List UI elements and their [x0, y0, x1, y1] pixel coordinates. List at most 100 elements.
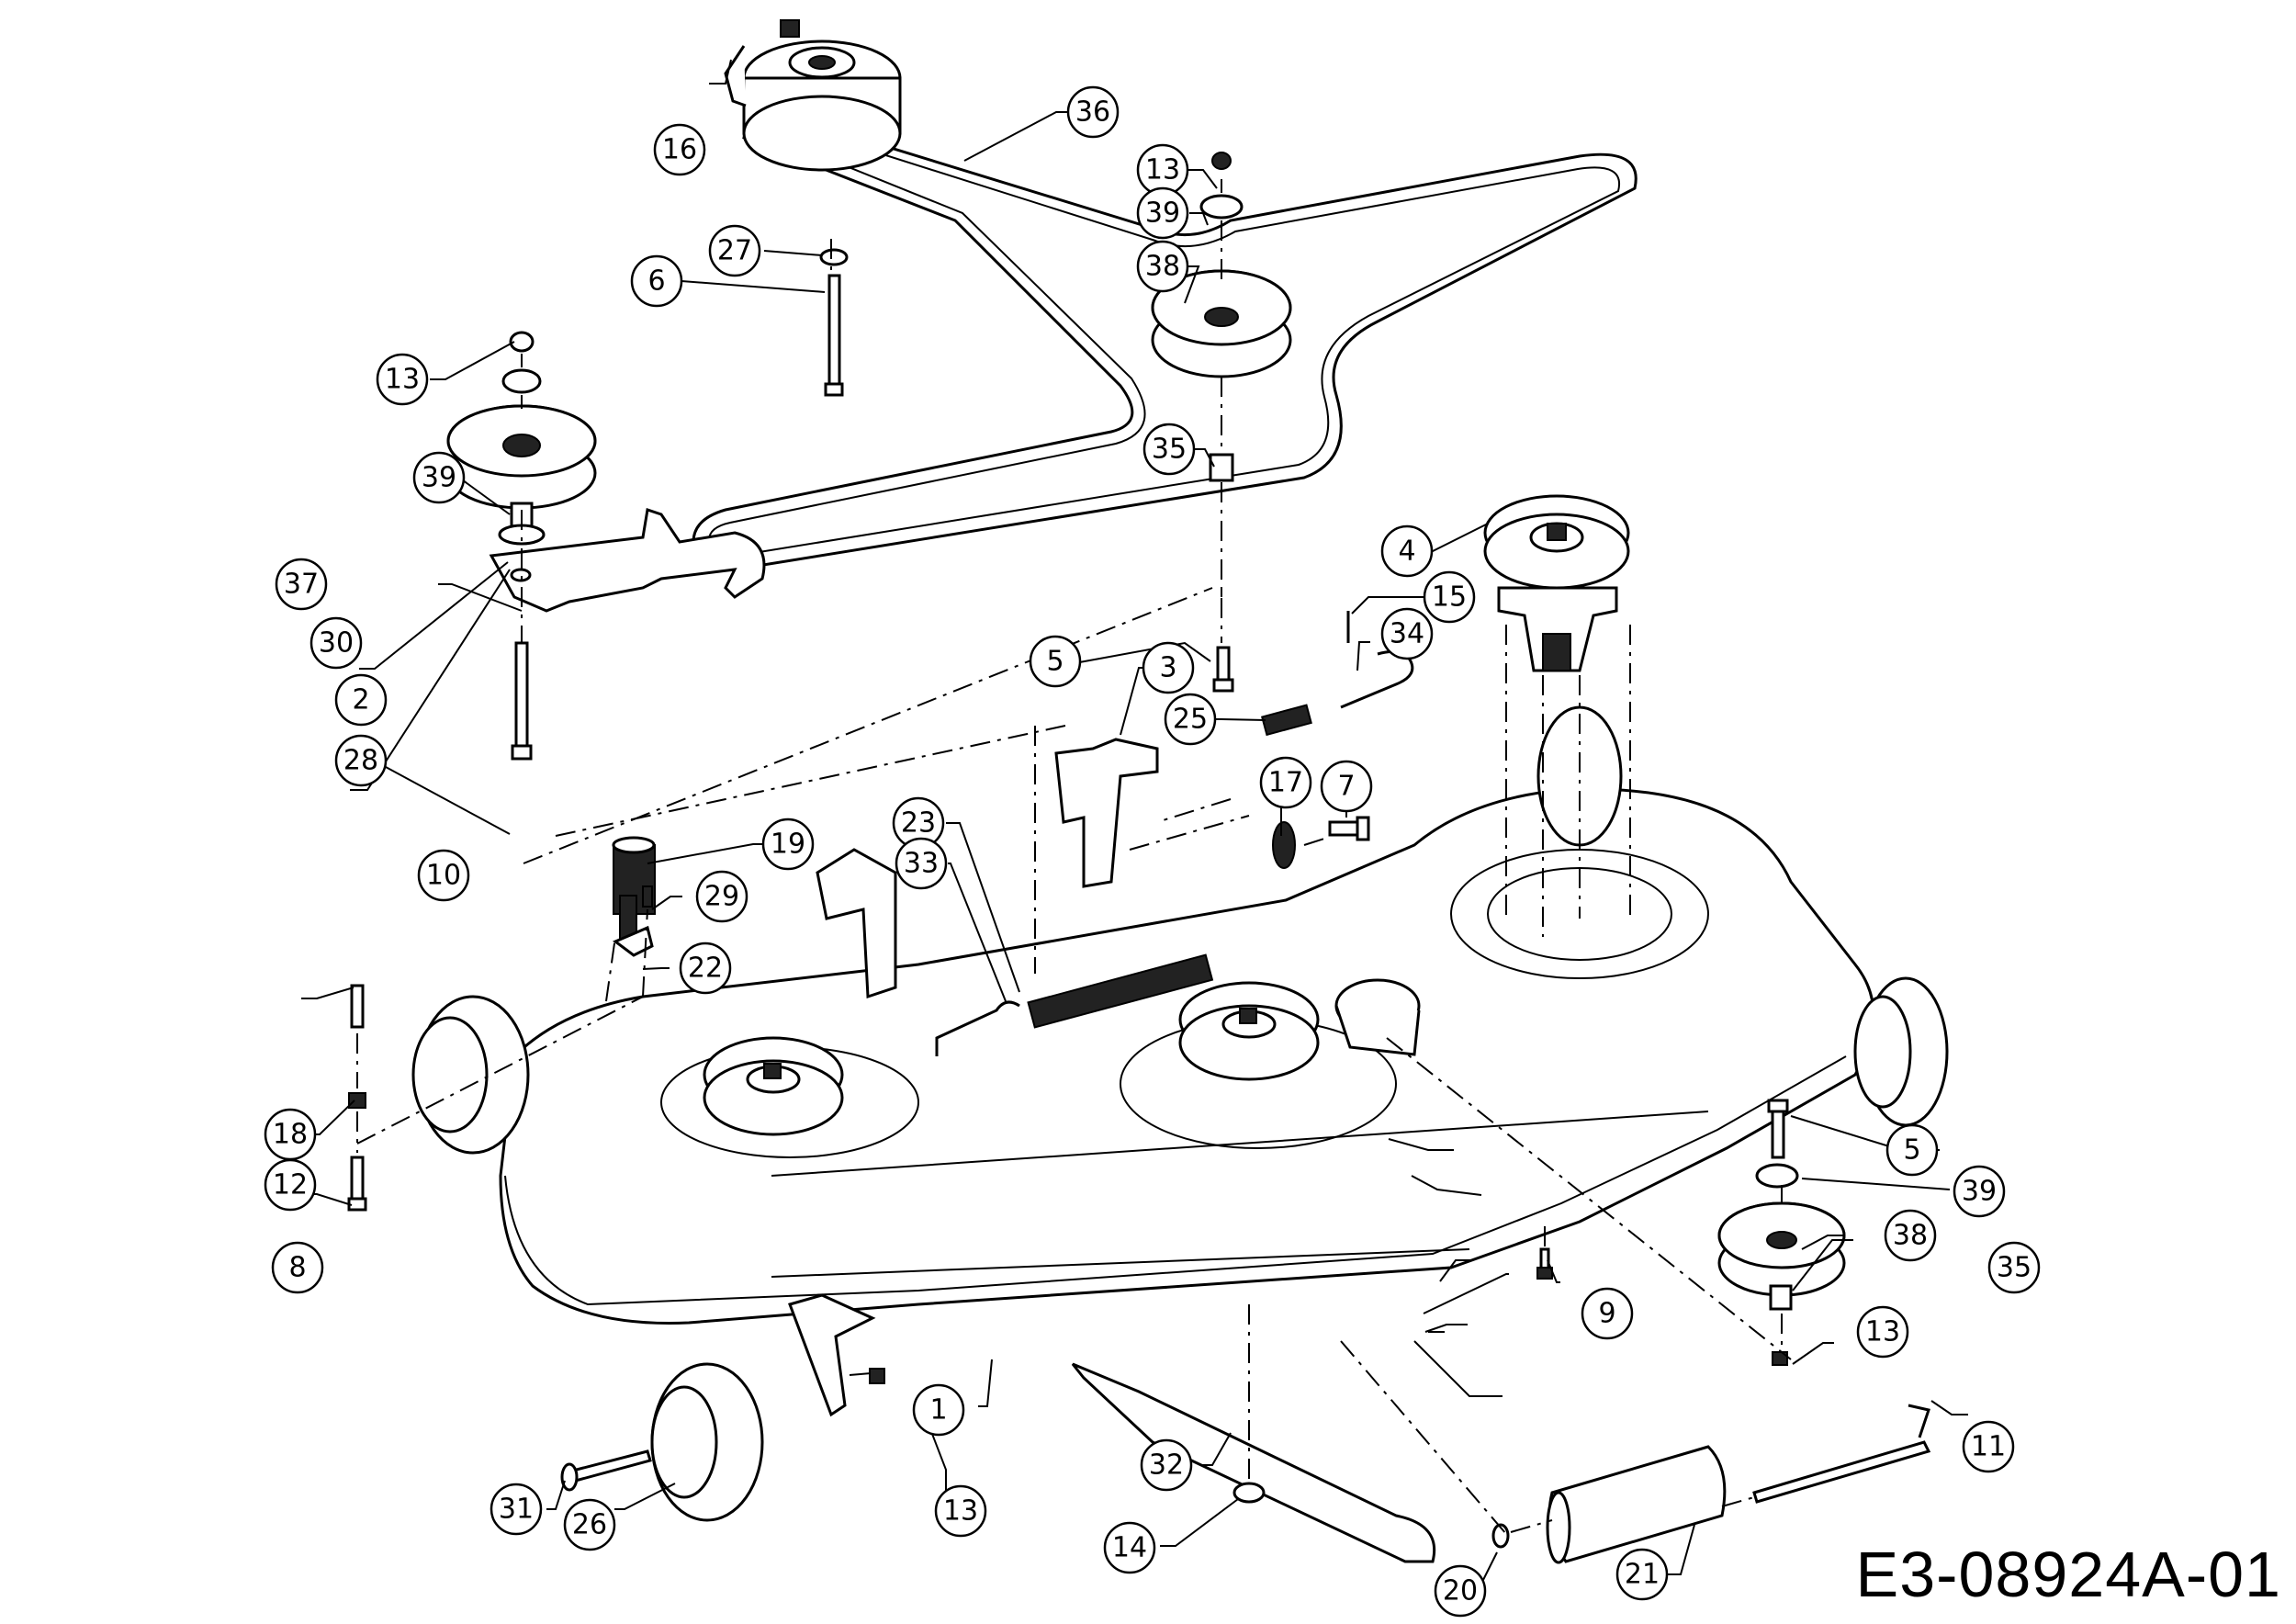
callout-23[interactable]: 23	[892, 796, 945, 850]
callout-22[interactable]: 22	[679, 942, 732, 995]
callout-34[interactable]: 34	[1380, 607, 1434, 660]
svg-text:20: 20	[1443, 1575, 1478, 1607]
bolt-6	[824, 274, 844, 397]
roller-21	[1546, 1445, 1727, 1564]
svg-text:21: 21	[1625, 1559, 1660, 1591]
bushing-20	[1491, 1523, 1510, 1549]
svg-text:17: 17	[1268, 767, 1303, 799]
callout-35[interactable]: 35	[1142, 423, 1196, 476]
svg-text:25: 25	[1173, 704, 1208, 736]
bolt-7	[1328, 816, 1370, 841]
washer-39-lower	[1755, 1163, 1799, 1189]
svg-text:36: 36	[1075, 96, 1110, 129]
callout-17[interactable]: 17	[1259, 756, 1312, 809]
leader-lines	[301, 59, 1968, 1590]
callout-2[interactable]: 2	[334, 673, 388, 727]
callout-4[interactable]: 4	[1380, 524, 1434, 578]
callout-13[interactable]: 13	[376, 353, 429, 406]
svg-text:13: 13	[943, 1495, 978, 1528]
callout-13[interactable]: 13	[1856, 1305, 1909, 1359]
svg-text:12: 12	[273, 1169, 308, 1201]
svg-text:13: 13	[385, 364, 420, 396]
svg-text:39: 39	[1962, 1176, 1997, 1208]
spindle-assembly-left	[703, 1036, 844, 1136]
callouts: 16 36 13 39 38 27 6 35 13 39 37 30 2 28 …	[264, 85, 2041, 1618]
svg-text:38: 38	[1893, 1220, 1928, 1252]
callout-37[interactable]: 37	[275, 558, 328, 611]
callout-6[interactable]: 6	[630, 254, 683, 308]
svg-text:5: 5	[1903, 1134, 1920, 1167]
electric-pto-clutch	[724, 19, 902, 172]
gauge-wheel-front-left	[650, 1362, 764, 1522]
callout-39[interactable]: 39	[412, 451, 466, 504]
callout-30[interactable]: 30	[310, 616, 363, 670]
callout-26[interactable]: 26	[563, 1498, 616, 1551]
fitting-22	[613, 895, 654, 957]
callout-27[interactable]: 27	[708, 224, 761, 277]
callout-39[interactable]: 39	[1953, 1165, 2006, 1218]
callout-13[interactable]: 13	[934, 1484, 987, 1538]
callout-25[interactable]: 25	[1164, 693, 1217, 746]
washer-28	[510, 568, 532, 582]
callout-14[interactable]: 14	[1103, 1521, 1156, 1574]
callout-38[interactable]: 38	[1136, 240, 1189, 293]
nut-13-lower	[1772, 1351, 1788, 1366]
drawing-code: E3-08924A-01	[1855, 1539, 2281, 1610]
svg-text:9: 9	[1598, 1298, 1615, 1330]
callout-28[interactable]: 28	[334, 734, 388, 787]
svg-text:6: 6	[647, 265, 665, 298]
svg-text:13: 13	[1865, 1316, 1900, 1348]
svg-text:33: 33	[904, 848, 939, 880]
callout-8[interactable]: 8	[271, 1241, 324, 1294]
pin-18	[350, 984, 365, 1029]
svg-text:23: 23	[901, 807, 936, 840]
callout-19[interactable]: 19	[761, 818, 815, 871]
callout-13[interactable]: 13	[1136, 143, 1189, 197]
callout-5[interactable]: 5	[1885, 1123, 1939, 1177]
callout-15[interactable]: 15	[1423, 570, 1476, 624]
svg-text:4: 4	[1398, 536, 1415, 568]
svg-text:32: 32	[1149, 1449, 1184, 1482]
callout-1[interactable]: 1	[912, 1383, 965, 1437]
callout-39[interactable]: 39	[1136, 186, 1189, 240]
callout-9[interactable]: 9	[1581, 1287, 1634, 1340]
roller-axle-11	[1752, 1404, 1931, 1504]
callout-31[interactable]: 31	[490, 1483, 543, 1536]
callout-16[interactable]: 16	[653, 123, 706, 176]
svg-text:27: 27	[717, 235, 752, 267]
callout-35[interactable]: 35	[1987, 1241, 2041, 1294]
svg-text:16: 16	[662, 134, 697, 166]
callout-38[interactable]: 38	[1884, 1209, 1937, 1262]
callout-32[interactable]: 32	[1140, 1438, 1193, 1492]
callout-33[interactable]: 33	[895, 837, 948, 890]
callout-21[interactable]: 21	[1615, 1548, 1669, 1601]
alignment-lines	[356, 179, 1792, 1535]
svg-text:18: 18	[273, 1119, 308, 1151]
drive-belt	[692, 104, 1638, 572]
svg-text:35: 35	[1152, 434, 1187, 466]
callout-10[interactable]: 10	[417, 849, 470, 902]
svg-text:22: 22	[688, 953, 723, 985]
svg-text:13: 13	[1145, 154, 1180, 186]
anti-scalp-bracket-rear	[816, 848, 897, 999]
callout-7[interactable]: 7	[1320, 760, 1373, 813]
callout-12[interactable]: 12	[264, 1158, 317, 1212]
callout-3[interactable]: 3	[1142, 641, 1195, 694]
svg-text:15: 15	[1432, 581, 1467, 614]
nut-12	[348, 1092, 366, 1109]
svg-text:2: 2	[352, 684, 369, 716]
idler-bracket	[489, 508, 766, 613]
callout-36[interactable]: 36	[1066, 85, 1120, 139]
callout-18[interactable]: 18	[264, 1108, 317, 1161]
idler-pulley-left	[446, 331, 597, 546]
spindle-assembly-right	[1483, 494, 1630, 672]
spindle-assembly-center	[1178, 981, 1320, 1081]
callout-11[interactable]: 11	[1962, 1420, 2015, 1473]
callout-5[interactable]: 5	[1029, 635, 1082, 688]
idler-pulley-lower	[1717, 1201, 1846, 1297]
svg-text:11: 11	[1971, 1431, 2006, 1463]
washer-27	[819, 248, 849, 266]
bolt-8	[347, 1156, 367, 1212]
callout-29[interactable]: 29	[695, 870, 748, 923]
callout-20[interactable]: 20	[1434, 1564, 1487, 1618]
